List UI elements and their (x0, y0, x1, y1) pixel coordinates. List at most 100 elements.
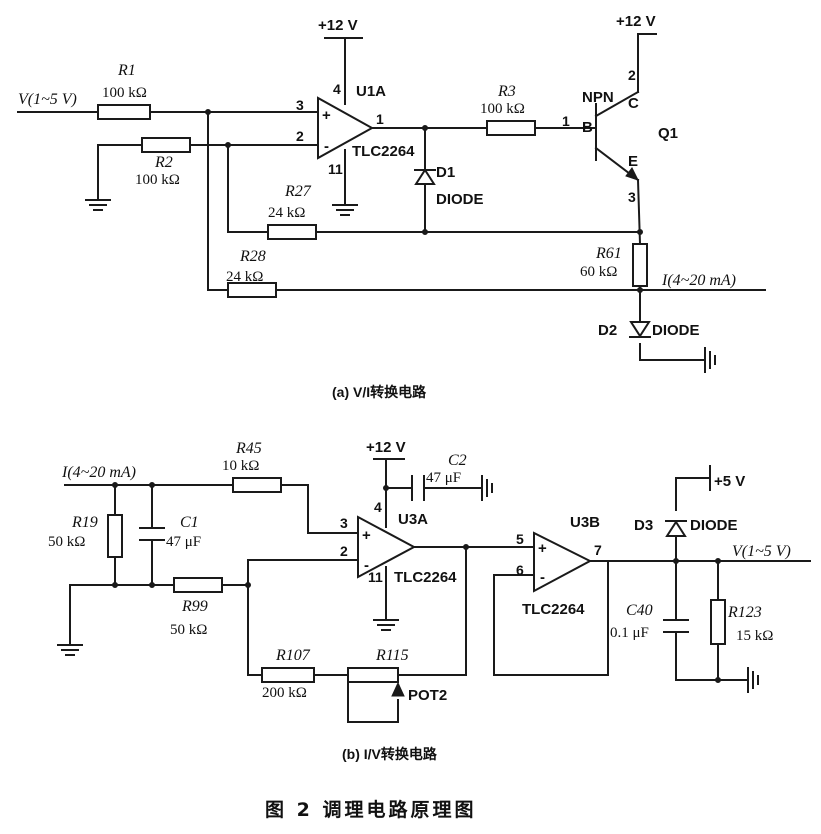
transistor-base-label: B (582, 119, 593, 136)
opamp-part: TLC2264 (352, 143, 415, 160)
resistor-value: 100 kΩ (135, 172, 180, 188)
resistor-label: R28 (239, 248, 266, 265)
capacitor-label: C40 (626, 602, 653, 619)
diode-part: DIODE (436, 191, 484, 208)
ground-icon (332, 204, 358, 216)
potentiometer-label: R115 (375, 647, 409, 664)
ground-icon (373, 619, 399, 631)
capacitor-c2-symbol (411, 475, 425, 501)
ground-icon (747, 667, 759, 693)
junction-dot (715, 558, 721, 564)
resistor-r19 (107, 514, 123, 558)
resistor-value: 100 kΩ (102, 85, 147, 101)
figure-caption: 图 2 调理电路原理图 (265, 798, 476, 821)
resistor-value: 100 kΩ (480, 101, 525, 117)
resistor-label: R123 (727, 604, 762, 621)
capacitor-label: C1 (180, 514, 199, 531)
ground-icon (481, 475, 493, 501)
opamp-ref: U3B (570, 514, 600, 531)
minus-sign: - (540, 569, 545, 586)
pin-number: 3 (296, 97, 304, 113)
resistor-value: 10 kΩ (222, 458, 259, 474)
junction-dot (422, 229, 428, 235)
resistor-r3 (486, 120, 536, 136)
supply-label: +5 V (714, 473, 745, 490)
resistor-r99 (173, 577, 223, 593)
pin-number: 1 (376, 111, 384, 127)
diode-part: DIODE (690, 517, 738, 534)
junction-dot (673, 558, 679, 564)
resistor-r61 (632, 243, 648, 287)
diode-d1-symbol (414, 157, 436, 197)
opamp-u1a-symbol (317, 96, 375, 160)
capacitor-value: 47 μF (426, 470, 461, 486)
output-voltage-label: V(1~5 V) (732, 543, 791, 560)
potentiometer-r115 (347, 667, 399, 683)
diode-ref: D3 (634, 517, 653, 534)
pin-number: 6 (516, 562, 524, 578)
input-voltage-label: V(1~5 V) (18, 91, 77, 108)
emitter-arrow-icon (625, 167, 639, 181)
resistor-label: R45 (235, 440, 262, 457)
opamp-part: TLC2264 (522, 601, 585, 618)
junction-dot (112, 482, 118, 488)
resistor-label: R1 (117, 62, 136, 79)
opamp-u3a-symbol (357, 515, 417, 579)
input-current-label: I(4~20 mA) (61, 464, 136, 481)
resistor-label: R99 (181, 598, 208, 615)
pin-number: 7 (594, 542, 602, 558)
capacitor-c1-symbol (139, 527, 165, 541)
opamp-u3b-symbol (533, 531, 593, 593)
ground-icon (85, 199, 111, 211)
transistor-emitter-label: E (628, 153, 638, 170)
ground-icon (704, 347, 716, 373)
potentiometer-part: POT2 (408, 687, 447, 704)
resistor-value: 60 kΩ (580, 264, 617, 280)
capacitor-c40-symbol (663, 619, 689, 633)
diode-d3-symbol (665, 520, 687, 537)
resistor-r1 (97, 104, 151, 120)
supply-label: +12 V (366, 439, 406, 456)
diode-ref: D2 (598, 322, 617, 339)
wires-b (64, 458, 811, 723)
pin-number: 3 (340, 515, 348, 531)
ground-icon (57, 644, 83, 656)
subfigure-b-caption: (b) I/V转换电路 (342, 746, 438, 762)
junction-dot (637, 287, 643, 293)
iv-converter-circuit: + - + - (48, 439, 811, 762)
resistor-r107 (261, 667, 315, 683)
plus-sign: + (322, 107, 331, 124)
resistor-value: 24 kΩ (226, 269, 263, 285)
plus-sign: + (362, 527, 371, 544)
resistor-r123 (710, 599, 726, 645)
resistor-value: 200 kΩ (262, 685, 307, 701)
vi-converter-circuit: + - V (17, 13, 766, 400)
resistor-label: R2 (154, 154, 173, 171)
minus-sign: - (364, 557, 369, 574)
junction-dot (715, 677, 721, 683)
junction-dot (112, 582, 118, 588)
resistor-r28 (227, 282, 277, 298)
junction-dot (245, 582, 251, 588)
junction-dot (225, 142, 231, 148)
supply-label: +12 V (616, 13, 656, 30)
supply-label: +12 V (318, 17, 358, 34)
junction-dot (149, 482, 155, 488)
resistor-label: R27 (284, 183, 312, 200)
diode-d2-symbol (629, 321, 651, 338)
capacitor-label: C2 (448, 452, 467, 469)
diode-part: DIODE (652, 322, 700, 339)
pin-number: 5 (516, 531, 524, 547)
pin-number: 4 (333, 81, 341, 97)
junction-dot (205, 109, 211, 115)
pin-number: 2 (296, 128, 304, 144)
resistor-value: 50 kΩ (170, 622, 207, 638)
pin-number: 2 (628, 67, 636, 83)
resistor-label: R19 (71, 514, 98, 531)
resistor-value: 15 kΩ (736, 628, 773, 644)
resistor-label: R61 (595, 245, 622, 262)
pin-number: 1 (562, 113, 570, 129)
transistor-collector-label: C (628, 95, 639, 112)
